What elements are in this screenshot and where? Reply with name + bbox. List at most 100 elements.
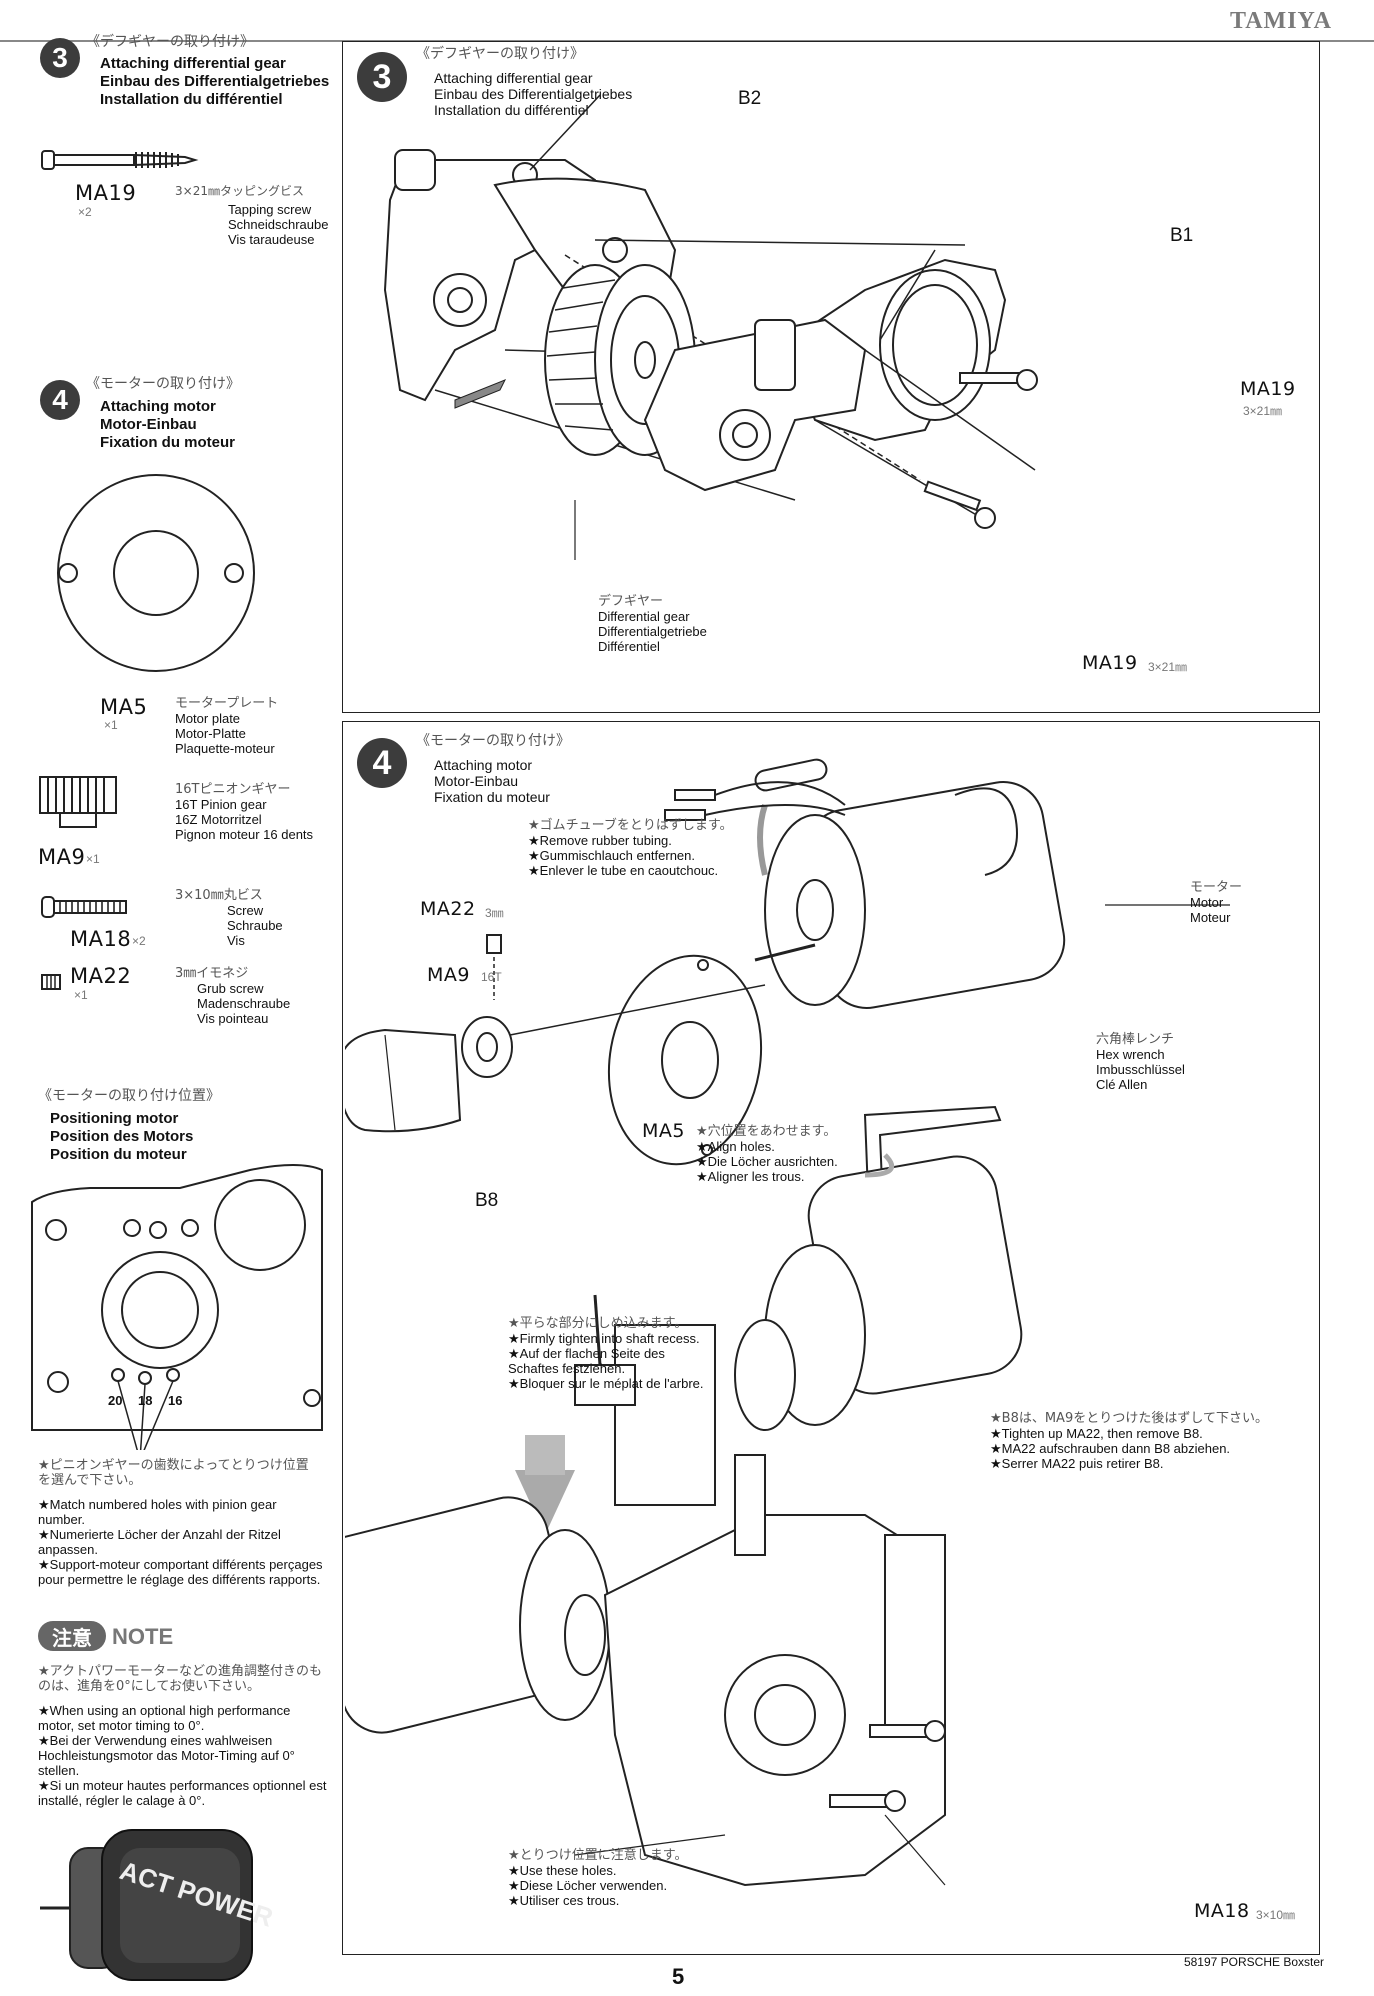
label-b1: B1: [1170, 225, 1194, 246]
part-ma19-size: 3×21㎜タッピングビス: [175, 184, 304, 198]
tube-note-fr: ★Enlever le tube en caoutchouc.: [528, 863, 719, 878]
note-line-2: ★Bei der Verwendung eines wahlweisen Hoc…: [38, 1733, 295, 1778]
part-ma22-en: Grub screw: [197, 981, 264, 996]
holes-note-jp: ★とりつけ位置に注意します。: [508, 1848, 688, 1863]
note-title: NOTE: [112, 1624, 174, 1649]
part-ma9-de: 16Z Motorritzel: [175, 812, 262, 827]
part-ma19-fr: Vis taraudeuse: [228, 232, 315, 247]
page-number: 5: [672, 1964, 685, 1989]
step3-title-de: Einbau des Differentialgetriebes: [100, 73, 330, 90]
part-ma5-jp: モータープレート: [175, 696, 279, 711]
part-ma22-fr: Vis pointeau: [197, 1011, 269, 1026]
ma5-note: ★穴位置をあわせます。 ★Align holes. ★Die Löcher au…: [696, 1124, 838, 1184]
label-ma5: MA5: [642, 1120, 685, 1142]
step3-title-jp: 《デフギヤーの取り付け》: [86, 34, 254, 50]
tube-note: ★ゴムチューブをとりはずします。 ★Remove rubber tubing. …: [528, 818, 733, 878]
motor-install-diagram: [345, 758, 1230, 1887]
positioning-note-2: ★Numerierte Löcher der Anzahl der Ritzel…: [38, 1527, 281, 1557]
panel4-title-fr: Fixation du moteur: [434, 789, 550, 805]
part-ma18-en: Screw: [227, 903, 264, 918]
pinion-gear-icon: [39, 776, 117, 828]
tighten-note-de: ★MA22 aufschrauben dann B8 abziehen.: [990, 1441, 1231, 1456]
differential-gear-icon: [544, 264, 696, 456]
step3-badge: 3: [40, 38, 80, 78]
part-ma18-qty: ×2: [132, 934, 146, 948]
step4-badge: 4: [40, 380, 80, 420]
label-ma19-bottom: MA19: [1082, 652, 1138, 674]
panel3-title-jp: 《デフギヤーの取り付け》: [416, 46, 584, 62]
pinion-gear-diagram-icon: [461, 1016, 513, 1078]
motor-label-jp: モーター: [1190, 880, 1243, 895]
diff-gear-en: Differential gear: [598, 609, 690, 624]
ma5-note-en: ★Align holes.: [696, 1139, 775, 1154]
diff-gear-assembly-diagram: [383, 94, 1038, 560]
part-ma19-en: Tapping screw: [228, 202, 312, 217]
part-ma22-de: Madenschraube: [197, 996, 291, 1011]
part-ma19-code: MA19: [75, 181, 137, 205]
label-ma9-size: 16T: [481, 970, 502, 984]
label-ma22: MA22: [420, 898, 476, 920]
label-ma19-top-size: 3×21㎜: [1243, 404, 1283, 418]
flat-note-fr: ★Bloquer sur le méplat de l'arbre.: [508, 1376, 704, 1391]
holes-note-de: ★Diese Löcher verwenden.: [508, 1878, 668, 1893]
note-jp: ★アクトパワーモーターなどの進角調整付きのものは、進角を0°にしてお使い下さい。: [38, 1664, 323, 1694]
footer-model: 58197 PORSCHE Boxster: [1183, 1955, 1324, 1969]
part-ma5-qty: ×1: [104, 718, 118, 732]
diff-gear-de: Differentialgetriebe: [598, 624, 707, 639]
panel4-title-jp: 《モーターの取り付け》: [416, 733, 570, 749]
holes-note-en: ★Use these holes.: [508, 1863, 617, 1878]
part-ma9-desc: 16Tピニオンギヤー 16T Pinion gear 16Z Motorritz…: [175, 782, 313, 842]
part-ma9-fr: Pignon moteur 16 dents: [175, 827, 314, 842]
screw-ma18-icon: [41, 896, 127, 918]
positioning-note-jp: ★ピニオンギヤーの歯数によってとりつけ位置を選んで下さい。: [38, 1458, 309, 1488]
motor-final-icon: [345, 1496, 611, 1734]
positioning-titles: Positioning motor Position des Motors Po…: [50, 1110, 290, 1164]
positioning-note-1: ★Match numbered holes with pinion gear n…: [38, 1497, 277, 1527]
hole-label-16: 16: [168, 1393, 183, 1408]
tube-note-jp: ★ゴムチューブをとりはずします。: [528, 818, 733, 833]
flat-note: ★平らな部分にしめ込みます。 ★Firmly tighten into shaf…: [508, 1316, 704, 1391]
tighten-note-jp: ★B8は、MA9をとりつけた後はずして下さい。: [990, 1411, 1268, 1426]
label-ma22-size: 3㎜: [485, 906, 504, 920]
hole-label-20: 20: [108, 1393, 123, 1408]
part-ma9-en: 16T Pinion gear: [175, 797, 267, 812]
part-ma5-desc: モータープレート Motor plate Motor-Platte Plaque…: [175, 696, 278, 756]
ma19-screw-top-icon: [864, 349, 1038, 471]
part-ma18-desc: 3×10㎜丸ビス Screw Schraube Vis: [175, 888, 283, 948]
panel3-badge: 3: [357, 52, 407, 102]
part-ma5-de: Motor-Platte: [175, 726, 246, 741]
hex-wrench-en: Hex wrench: [1096, 1047, 1165, 1062]
motor-top-icon: [664, 781, 1066, 1009]
step3-title-en: Attaching differential gear: [100, 55, 286, 72]
note-lines: ★When using an optional high performance…: [38, 1703, 328, 1808]
positioning-title-de: Position des Motors: [50, 1128, 194, 1145]
part-ma9-qty: ×1: [86, 852, 100, 866]
label-ma18-size: 3×10㎜: [1256, 1908, 1296, 1922]
tube-note-de: ★Gummischlauch entfernen.: [528, 848, 696, 863]
part-ma9-code: MA9: [38, 845, 86, 869]
step4-title-en: Attaching motor: [100, 398, 216, 415]
step4-title-fr: Fixation du moteur: [100, 434, 235, 451]
part-ma22-qty: ×1: [74, 988, 88, 1002]
part-ma19-de: Schneidschraube: [228, 217, 329, 232]
diff-gear-fr: Différentiel: [598, 639, 660, 654]
positioning-note-3: ★Support-moteur comportant différents pe…: [38, 1557, 323, 1587]
holes-note-fr: ★Utiliser ces trous.: [508, 1893, 620, 1908]
act-power-motor-illustration: ACT POWER: [40, 1829, 277, 1981]
tighten-note-fr: ★Serrer MA22 puis retirer B8.: [990, 1456, 1164, 1471]
ma19-screw-bottom-icon: [814, 419, 996, 529]
tighten-note-en: ★Tighten up MA22, then remove B8.: [990, 1426, 1203, 1441]
tapping-screw-icon: [41, 150, 199, 170]
part-ma19-qty: ×2: [78, 205, 92, 219]
panel3-title-de: Einbau des Differentialgetriebes: [434, 86, 633, 102]
motor-label-en: Motor: [1190, 895, 1224, 910]
step4-title-de: Motor-Einbau: [100, 416, 197, 433]
panel4-titles: Attaching motor Motor-Einbau Fixation du…: [434, 757, 550, 805]
hex-wrench-fr: Clé Allen: [1096, 1077, 1148, 1092]
tighten-note: ★B8は、MA9をとりつけた後はずして下さい。 ★Tighten up MA22…: [990, 1411, 1268, 1471]
flat-note-de: ★Auf der flachen Seite des Schaftes fest…: [508, 1346, 665, 1376]
part-ma5-fr: Plaquette-moteur: [175, 741, 275, 756]
flat-note-en: ★Firmly tighten into shaft recess.: [508, 1331, 700, 1346]
part-ma22-desc: 3㎜イモネジ Grub screw Madenschraube Vis poin…: [175, 966, 290, 1026]
ma5-note-jp: ★穴位置をあわせます。: [696, 1124, 837, 1139]
